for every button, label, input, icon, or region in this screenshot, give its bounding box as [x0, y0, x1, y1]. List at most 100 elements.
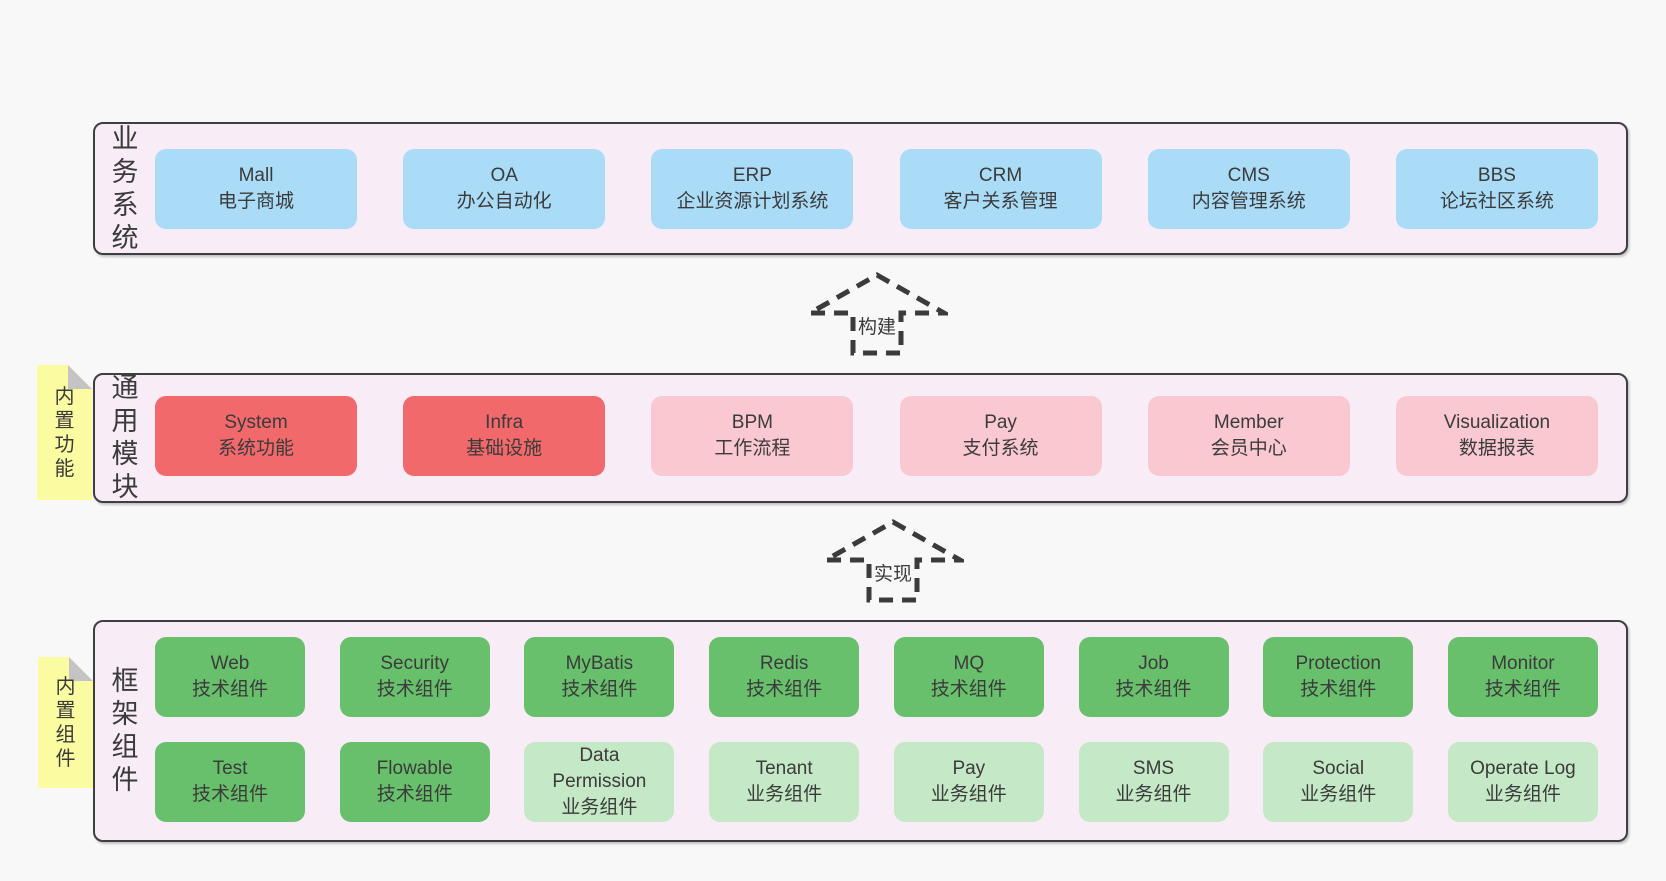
module-box-subtitle: 技术组件	[746, 679, 823, 700]
module-box-subtitle: 基础设施	[466, 438, 543, 459]
module-box-data-permission: Data Permission 业务组件	[524, 742, 675, 822]
module-box-subtitle: 技术组件	[1115, 679, 1192, 700]
module-box-subtitle: 业务组件	[1484, 784, 1561, 805]
module-box-title: Data Permission	[552, 745, 647, 792]
up-arrow-implement: 实现	[822, 518, 964, 604]
module-box-subtitle: 业务组件	[1300, 784, 1377, 805]
module-box-subtitle: 业务组件	[561, 797, 638, 818]
module-box-subtitle: 电子商城	[217, 191, 294, 212]
module-box-title: CRM	[978, 165, 1023, 186]
module-box-title: Test	[212, 758, 248, 779]
module-box-title: Member	[1213, 412, 1284, 433]
module-box-title: Social	[1312, 758, 1365, 779]
module-box-title: Mall	[238, 165, 274, 186]
module-box-subtitle: 技术组件	[930, 679, 1007, 700]
module-box-title: Web	[210, 653, 250, 674]
module-box-crm: CRM 客户关系管理	[899, 149, 1102, 229]
module-box-pay: Pay 支付系统	[899, 396, 1102, 476]
layer-label-framework-components: 框架组件	[111, 666, 139, 795]
module-box-sms: SMS 业务组件	[1078, 742, 1229, 822]
module-box-title: Operate Log	[1470, 758, 1576, 779]
module-box-title: MQ	[953, 653, 985, 674]
module-box-subtitle: 技术组件	[376, 679, 453, 700]
module-box-mq: MQ 技术组件	[893, 637, 1044, 717]
module-box-title: Security	[380, 653, 450, 674]
module-box-subtitle: 业务组件	[930, 784, 1007, 805]
module-box-visualization: Visualization 数据报表	[1395, 396, 1598, 476]
module-box-subtitle: 技术组件	[1484, 679, 1561, 700]
module-box-redis: Redis 技术组件	[709, 637, 860, 717]
module-box-operate-log: Operate Log 业务组件	[1447, 742, 1598, 822]
up-arrow-icon	[822, 519, 964, 603]
module-box-subtitle: 支付系统	[962, 438, 1039, 459]
module-box-subtitle: 技术组件	[561, 679, 638, 700]
module-box-subtitle: 数据报表	[1458, 438, 1535, 459]
module-box-title: Monitor	[1491, 653, 1555, 674]
module-box-title: BPM	[731, 412, 773, 433]
module-box-title: Job	[1138, 653, 1169, 674]
module-box-title: Flowable	[376, 758, 453, 779]
up-arrow-build: 构建	[806, 271, 948, 357]
module-box-title: MyBatis	[565, 653, 634, 674]
module-box-subtitle: 业务组件	[746, 784, 823, 805]
module-box-cms: CMS 内容管理系统	[1147, 149, 1350, 229]
module-box-web: Web 技术组件	[155, 637, 305, 717]
module-box-subtitle: 技术组件	[376, 784, 453, 805]
module-box-social: Social 业务组件	[1263, 742, 1414, 822]
module-box-subtitle: 技术组件	[1300, 679, 1377, 700]
module-box-tenant: Tenant 业务组件	[709, 742, 860, 822]
module-box-erp: ERP 企业资源计划系统	[651, 149, 854, 229]
module-box-subtitle: 企业资源计划系统	[676, 191, 829, 212]
module-box-protection: Protection 技术组件	[1263, 637, 1414, 717]
up-arrow-icon	[806, 272, 948, 356]
module-box-subtitle: 业务组件	[1115, 784, 1192, 805]
module-box-title: Visualization	[1443, 412, 1551, 433]
module-box-title: OA	[490, 165, 518, 186]
module-box-subtitle: 系统功能	[217, 438, 294, 459]
module-box-job: Job 技术组件	[1078, 637, 1229, 717]
module-box-mall: Mall 电子商城	[155, 149, 357, 229]
module-box-title: Protection	[1295, 653, 1381, 674]
module-box-subtitle: 技术组件	[191, 679, 268, 700]
module-box-title: System	[224, 412, 288, 433]
module-box-flowable: Flowable 技术组件	[339, 742, 490, 822]
module-box-subtitle: 内容管理系统	[1191, 191, 1306, 212]
arrow-implement-label: 实现	[871, 559, 915, 586]
module-box-title: Redis	[759, 653, 809, 674]
module-box-subtitle: 工作流程	[714, 438, 791, 459]
sticky-note-builtin-components: 内置组件	[38, 657, 93, 788]
module-box-title: ERP	[732, 165, 772, 186]
module-box-subtitle: 论坛社区系统	[1439, 191, 1554, 212]
module-box-system: System 系统功能	[155, 396, 357, 476]
module-box-subtitle: 会员中心	[1210, 438, 1287, 459]
sticky-note-builtin-features: 内置功能	[37, 365, 92, 500]
arrow-build-label: 构建	[855, 312, 899, 339]
sticky-note-label: 内置组件	[55, 675, 76, 770]
module-box-test: Test 技术组件	[155, 742, 305, 822]
module-box-title: SMS	[1132, 758, 1175, 779]
module-box-mybatis: MyBatis 技术组件	[524, 637, 675, 717]
module-box-subtitle: 客户关系管理	[943, 191, 1058, 212]
module-box-bbs: BBS 论坛社区系统	[1395, 149, 1598, 229]
module-box-security: Security 技术组件	[339, 637, 490, 717]
module-box-title: BBS	[1477, 165, 1516, 186]
module-box-title: Pay	[984, 412, 1017, 433]
module-box-monitor: Monitor 技术组件	[1447, 637, 1598, 717]
module-box-title: Tenant	[755, 758, 813, 779]
module-box-title: Pay	[952, 758, 986, 779]
sticky-note-label: 内置功能	[54, 385, 75, 480]
module-box-member: Member 会员中心	[1147, 396, 1350, 476]
module-box-bpm: BPM 工作流程	[651, 396, 854, 476]
module-box-subtitle: 技术组件	[191, 784, 268, 805]
module-box-title: CMS	[1227, 165, 1270, 186]
